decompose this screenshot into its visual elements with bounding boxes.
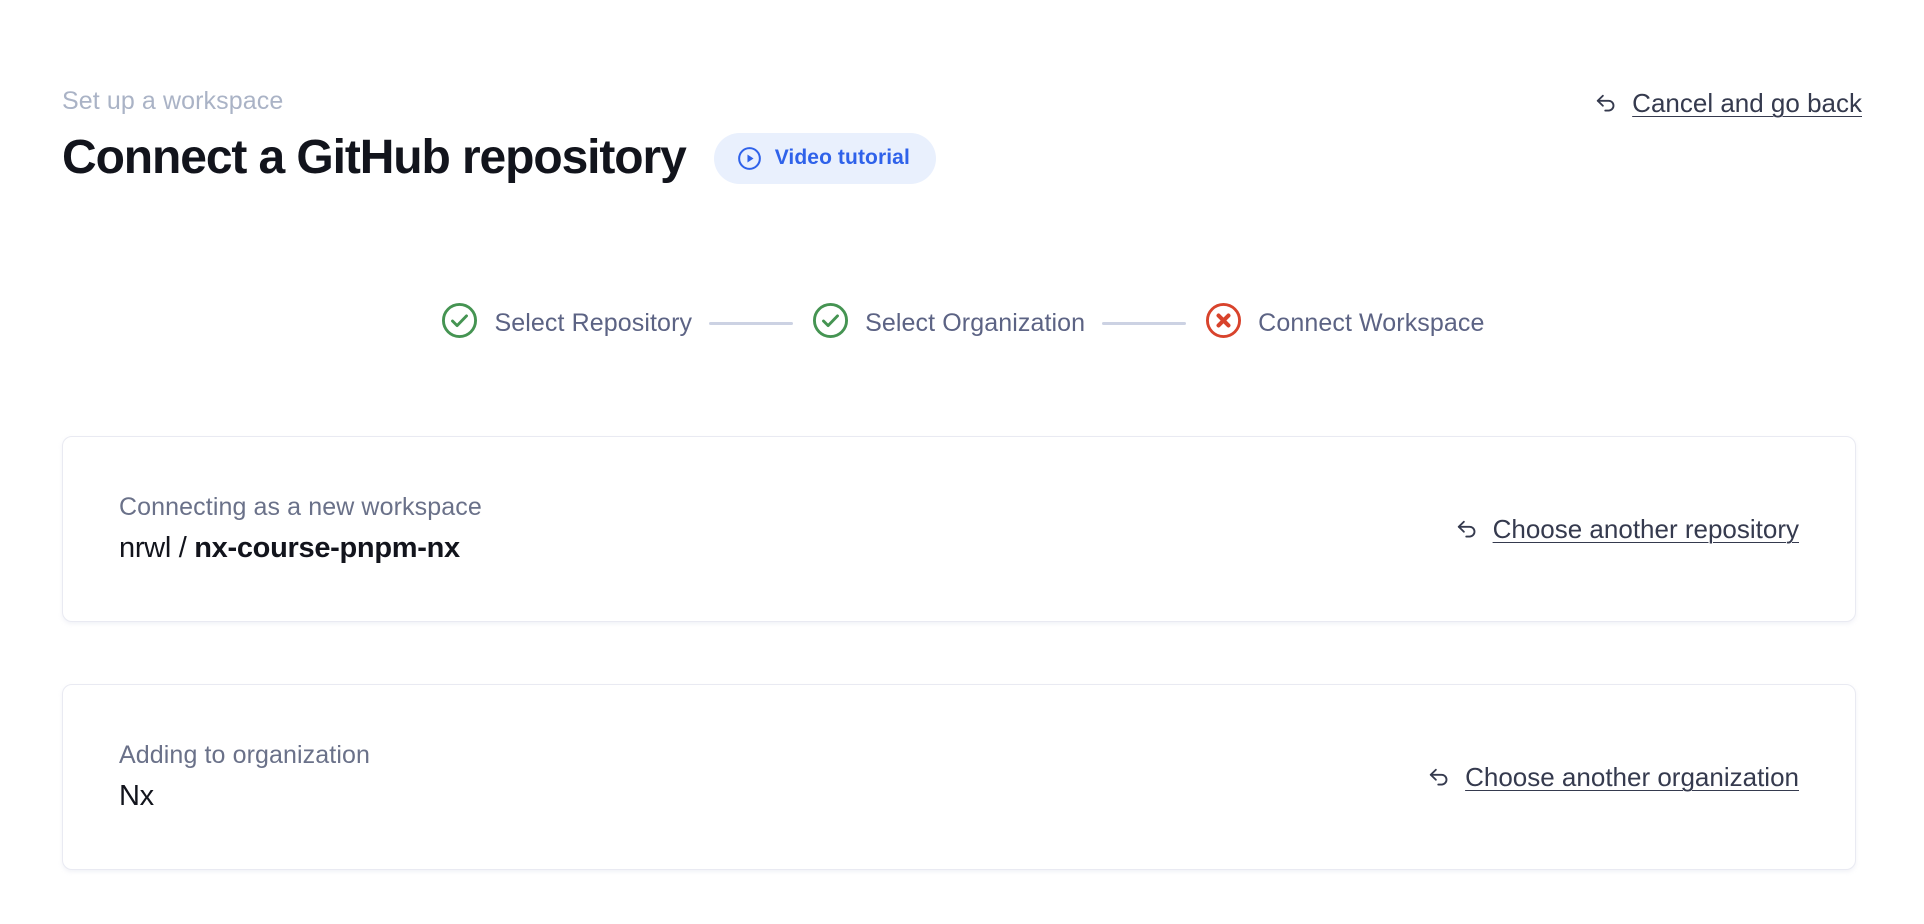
progress-stepper: Select Repository Select Organization Co… [0,300,1924,346]
stepper-label-connect-workspace: Connect Workspace [1258,309,1485,337]
stepper-connector-1 [709,321,794,325]
organization-card: Adding to organization Nx Choose another… [62,684,1856,870]
repository-card-meta: Connecting as a new workspace nrwl / nx-… [119,493,482,565]
check-circle-icon [810,300,851,346]
organization-card-value: Nx [119,779,370,813]
video-tutorial-button[interactable]: Video tutorial [713,132,936,184]
repository-card-caption: Connecting as a new workspace [119,493,482,521]
stepper-label-select-repository: Select Repository [494,309,693,337]
organization-card-caption: Adding to organization [119,741,370,769]
cancel-and-go-back-label: Cancel and go back [1632,88,1862,118]
stepper-step-select-organization: Select Organization [810,300,1085,346]
arrow-back-icon [1591,88,1621,118]
breadcrumb: Set up a workspace [62,87,284,115]
stepper-label-select-organization: Select Organization [865,309,1086,337]
repository-owner: nrwl / [119,532,195,564]
repository-card: Connecting as a new workspace nrwl / nx-… [62,436,1856,622]
play-circle-icon [736,145,763,172]
repository-name: nx-course-pnpm-nx [194,532,460,564]
x-circle-icon [1203,300,1244,346]
stepper-connector-2 [1102,321,1187,325]
repository-card-inner: Connecting as a new workspace nrwl / nx-… [63,437,1855,621]
choose-another-repository-link[interactable]: Choose another repository [1452,514,1799,544]
check-circle-icon [439,300,480,346]
repository-card-value: nrwl / nx-course-pnpm-nx [119,531,482,565]
video-tutorial-label: Video tutorial [774,146,910,169]
organization-name: Nx [119,780,154,812]
stepper-step-select-repository: Select Repository [439,300,692,346]
page-header: Set up a workspace Connect a GitHub repo… [62,86,1862,206]
cancel-and-go-back-link[interactable]: Cancel and go back [1591,88,1862,118]
choose-another-organization-link[interactable]: Choose another organization [1424,762,1799,792]
organization-card-inner: Adding to organization Nx Choose another… [63,685,1855,869]
organization-card-meta: Adding to organization Nx [119,741,370,813]
choose-another-organization-label: Choose another organization [1465,762,1799,792]
arrow-back-icon [1452,514,1482,544]
arrow-back-icon [1424,762,1454,792]
title-row: Connect a GitHub repository Video tutori… [62,128,1862,188]
choose-another-repository-label: Choose another repository [1492,514,1799,544]
stepper-step-connect-workspace: Connect Workspace [1203,300,1484,346]
page-title: Connect a GitHub repository [62,131,687,184]
